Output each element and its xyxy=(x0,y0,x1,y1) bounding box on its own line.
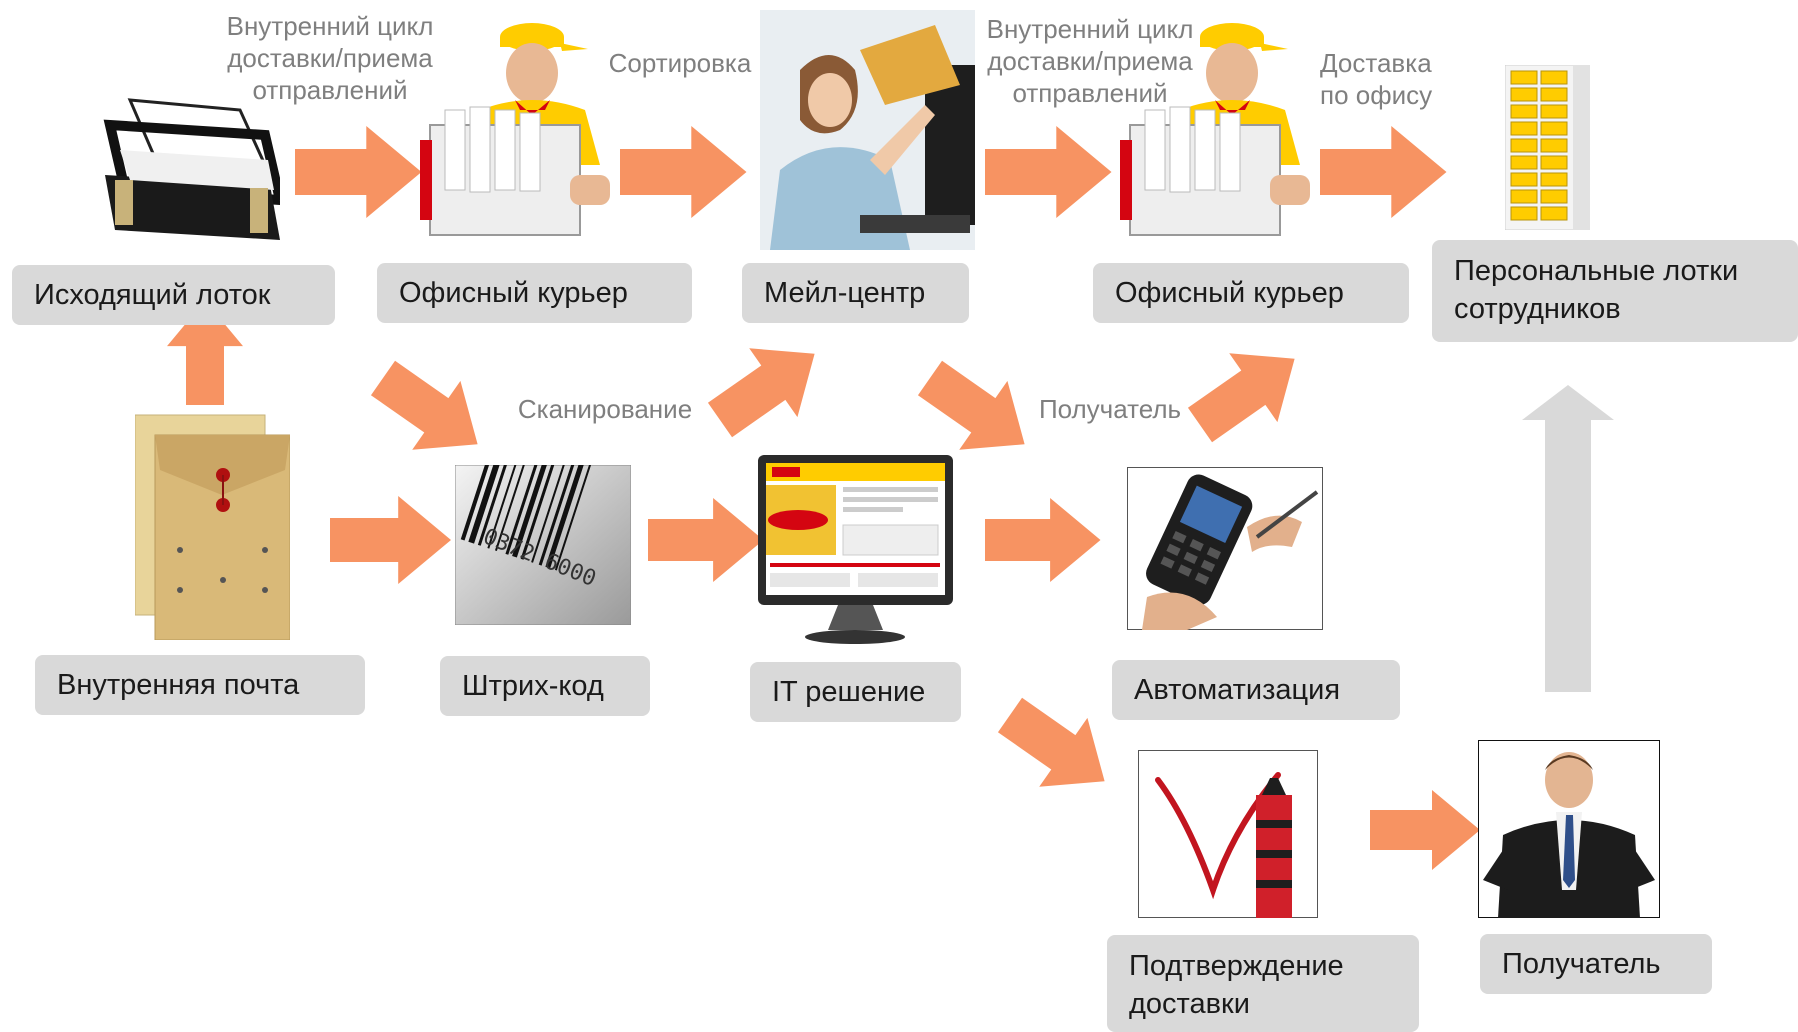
barcode-bar xyxy=(545,452,588,569)
step-label: Сканирование xyxy=(517,394,693,424)
node-label: Персональные лотки сотрудников xyxy=(1454,255,1739,325)
arrow-confirmation-to-recipient xyxy=(1370,790,1480,870)
step-recipient: Получатель xyxy=(1030,393,1190,425)
node-label: Внутренняя почта xyxy=(57,669,300,701)
arrow-mailcenter-to-courier xyxy=(985,126,1112,218)
node-internal-mail: Внутренняя почта xyxy=(35,655,365,715)
arrow-tray-to-courier xyxy=(295,126,422,218)
cabinet-slot xyxy=(1510,155,1538,170)
checkmark-marker-icon xyxy=(1137,749,1319,919)
arrow-it-to-confirmation xyxy=(985,680,1129,816)
arrow-it-to-automation xyxy=(985,498,1101,582)
cabinet-slot xyxy=(1540,87,1568,102)
cabinet-slot xyxy=(1510,189,1538,204)
step-label: Сортировка xyxy=(608,48,752,78)
mail-operator-icon xyxy=(760,10,975,250)
step-label: Внутренний цикл доставки/приема отправле… xyxy=(986,14,1194,108)
node-label: Штрих-код xyxy=(462,670,604,702)
envelope-icon xyxy=(134,410,291,641)
arrow-courier-to-mailcenter xyxy=(620,126,747,218)
arrow-mail-to-barcode xyxy=(330,496,451,584)
arrow-scan-up-to-mailcenter xyxy=(695,319,839,455)
barcode-bar xyxy=(494,436,534,552)
courier-icon xyxy=(1120,15,1320,250)
barcode-bar xyxy=(538,450,579,566)
step-internal-cycle-1: Внутренний цикл доставки/приема отправле… xyxy=(220,10,440,106)
node-label: IT решение xyxy=(772,676,926,708)
arrow-courier-down-to-barcode xyxy=(358,343,502,479)
cabinet-slot xyxy=(1540,172,1568,187)
node-label: Получатель xyxy=(1502,948,1661,980)
cabinet-slot xyxy=(1540,121,1568,136)
cabinet-slot xyxy=(1540,189,1568,204)
cabinet-slot xyxy=(1510,172,1538,187)
cabinet-slot xyxy=(1540,206,1568,221)
cabinet-slot xyxy=(1540,155,1568,170)
node-office-courier-2: Офисный курьер xyxy=(1093,263,1409,323)
handheld-scanner-icon xyxy=(1126,466,1324,631)
arrow-recipient-up-to-courier xyxy=(1175,324,1319,460)
node-label: Офисный курьер xyxy=(1115,277,1344,309)
letter-tray-icon xyxy=(90,90,287,250)
node-recipient: Получатель xyxy=(1480,934,1712,994)
barcode-bar xyxy=(505,439,546,555)
cabinet-slot xyxy=(1540,138,1568,153)
barcode-bar xyxy=(554,455,594,571)
mail-cabinet-icon xyxy=(1504,64,1591,231)
node-label: Исходящий лоток xyxy=(34,279,271,311)
businessman-icon xyxy=(1477,739,1661,919)
cabinet-slot xyxy=(1510,70,1538,85)
monitor-icon xyxy=(758,455,953,645)
node-it-solution: IT решение xyxy=(750,662,961,722)
barcode-icon: 0372 6000 xyxy=(454,425,632,626)
barcode-bar xyxy=(512,441,554,558)
step-internal-cycle-2: Внутренний цикл доставки/приема отправле… xyxy=(980,13,1200,109)
cabinet-slot xyxy=(1510,104,1538,119)
cabinet-slot xyxy=(1510,121,1538,136)
step-sorting: Сортировка xyxy=(600,47,760,79)
cabinet-slot xyxy=(1510,206,1538,221)
arrow-courier-to-trays xyxy=(1320,126,1447,218)
node-office-courier-1: Офисный курьер xyxy=(377,263,692,323)
node-label: Офисный курьер xyxy=(399,277,628,309)
barcode-bar xyxy=(531,448,571,563)
node-label: Мейл-центр xyxy=(764,277,926,309)
step-office-delivery: Доставка по офису xyxy=(1320,47,1440,111)
step-label: Получатель xyxy=(1038,394,1182,424)
cabinet-slot xyxy=(1510,138,1538,153)
cabinet-slot xyxy=(1540,104,1568,119)
courier-icon xyxy=(420,15,620,250)
cabinet-slot xyxy=(1510,87,1538,102)
cabinet-slot xyxy=(1540,70,1568,85)
node-delivery-confirmation: Подтверждение доставки xyxy=(1107,935,1419,1032)
step-label: Доставка по офису xyxy=(1320,48,1433,110)
barcode-bar xyxy=(520,444,561,560)
arrow-recipient-to-trays xyxy=(1522,385,1614,692)
arrow-barcode-to-it xyxy=(648,498,764,582)
step-scanning: Сканирование xyxy=(500,393,710,425)
node-mail-center: Мейл-центр xyxy=(742,263,969,323)
node-automation: Автоматизация xyxy=(1112,660,1400,720)
node-personal-trays: Персональные лотки сотрудников xyxy=(1432,240,1798,342)
node-outgoing-tray: Исходящий лоток xyxy=(12,265,335,325)
node-label: Автоматизация xyxy=(1134,674,1341,706)
node-barcode: Штрих-код xyxy=(440,656,650,716)
node-label: Подтверждение доставки xyxy=(1129,950,1344,1020)
step-label: Внутренний цикл доставки/приема отправле… xyxy=(226,11,434,105)
